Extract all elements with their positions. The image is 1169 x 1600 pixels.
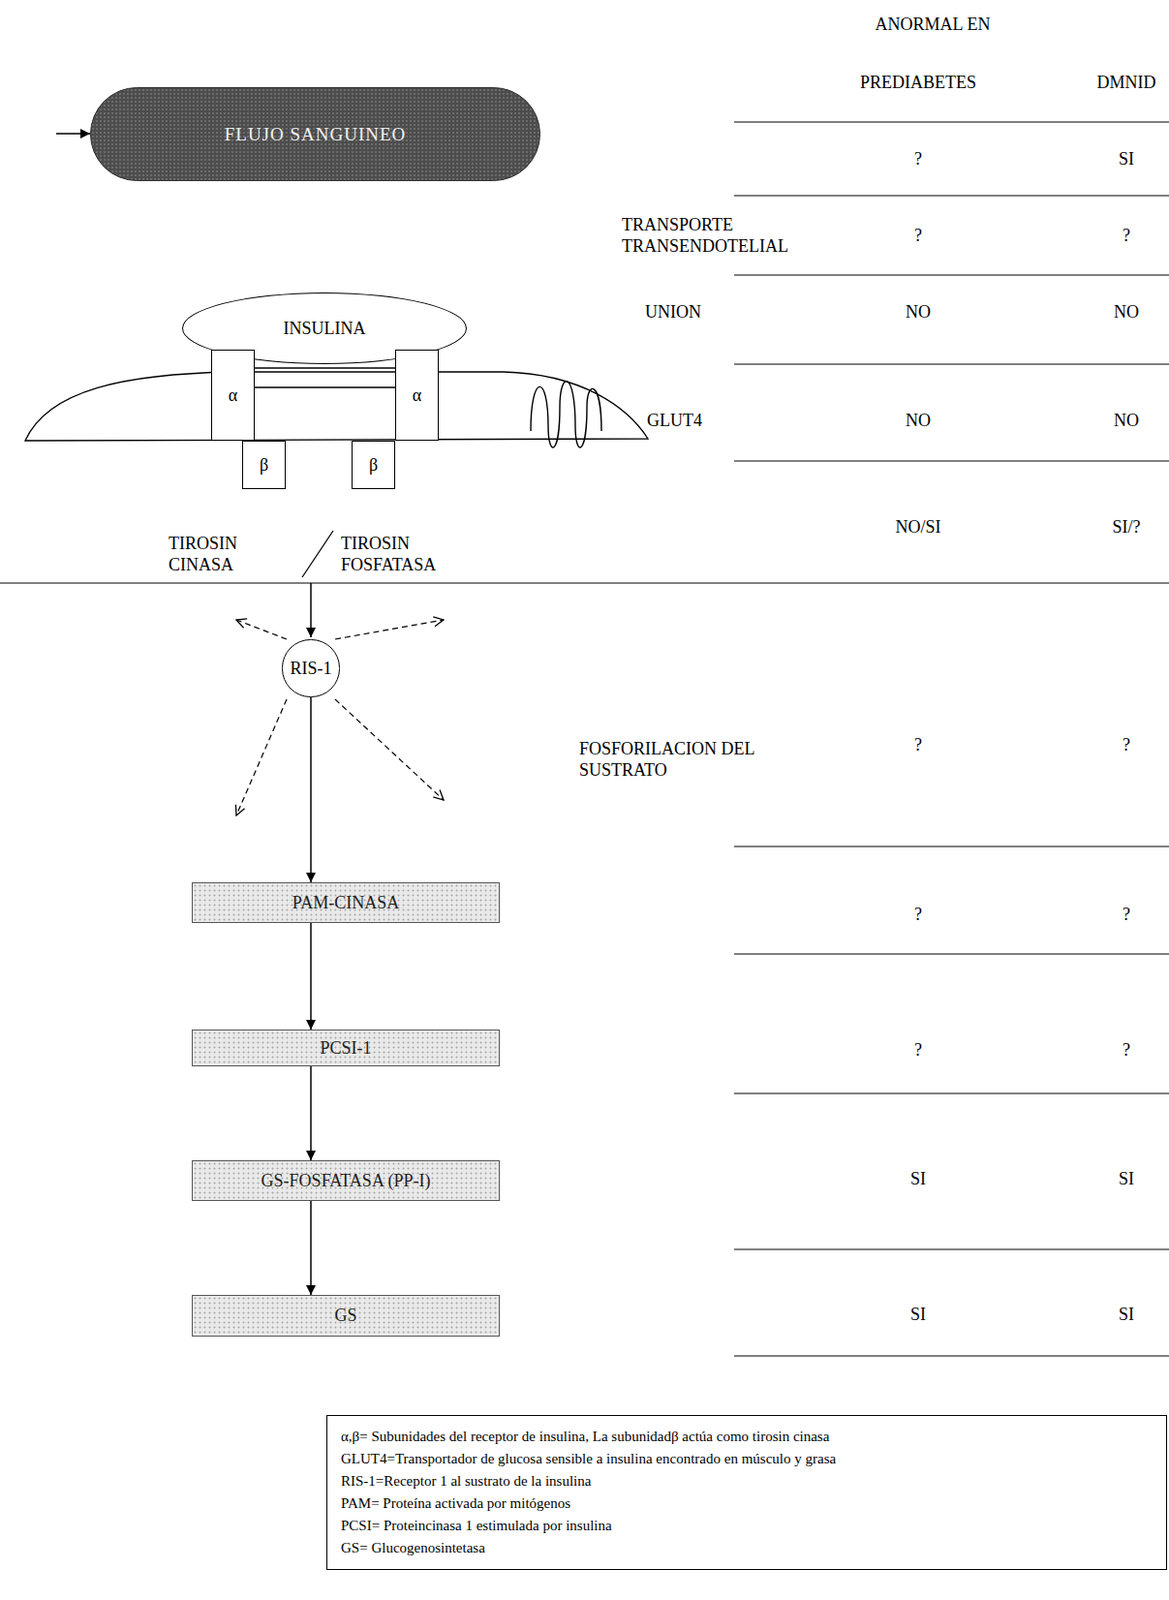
table-cell: FOSFORILACION DEL SUSTRATO [579, 738, 773, 781]
legend-line: PCSI= Proteincinasa 1 estimulada por ins… [340, 1514, 613, 1538]
table-rules [0, 122, 1169, 1356]
node-label: α [228, 385, 238, 406]
node-label: INSULINA [283, 318, 367, 339]
node-label: PCSI-1 [319, 1038, 371, 1059]
flow-arrow [309, 697, 312, 884]
blood-flow-capsule: FLUJO SANGUINEO [90, 87, 541, 182]
node-label: α [412, 385, 422, 406]
legend-line: α,β= Subunidades del receptor de insulin… [340, 1425, 830, 1448]
node-label: β [369, 455, 378, 476]
table-cell: SI [1118, 1169, 1135, 1191]
legend-line: GLUT4=Transportador de glucosa sensible … [340, 1447, 836, 1471]
legend-line: RIS-1=Receptor 1 al sustrato de la insul… [340, 1470, 591, 1493]
table-cell: ? [1122, 735, 1131, 757]
flow-arrow [309, 1066, 312, 1161]
table-cell: NO [905, 302, 931, 324]
legend-line: PAM= Proteína activada por mitógenos [340, 1492, 571, 1515]
node-label: FLUJO SANGUINEO [224, 123, 407, 146]
membrane-divider [0, 583, 1169, 585]
table-rule [734, 275, 1169, 277]
branch-arrow [236, 619, 287, 640]
table-cell: NO [1113, 410, 1139, 432]
table-cell: ? [914, 225, 923, 247]
flow-arrow [309, 922, 312, 1030]
table-cell: NO [905, 410, 931, 432]
slash-divider [302, 530, 334, 578]
legend-line: GS= Glucogenosintetasa [340, 1537, 486, 1560]
process-box: GS [191, 1294, 500, 1337]
inflow-arrow [56, 132, 91, 135]
table-cell: ? [1122, 904, 1131, 926]
table-cell: NO/SI [894, 517, 941, 539]
table-cell: ? [914, 1040, 923, 1062]
table-cell: ? [914, 149, 923, 171]
table-rule [734, 195, 1169, 197]
table-rule [734, 1249, 1169, 1251]
branch-arrow [236, 699, 287, 816]
table-rule [734, 846, 1169, 848]
branch-arrows [236, 619, 444, 816]
node-label: PAM-CINASA [292, 892, 400, 914]
table-cell: UNION [645, 302, 702, 324]
flow-arrow [309, 1200, 312, 1295]
table-cell: ? [914, 735, 923, 757]
cell-membrane [25, 371, 648, 441]
table-cell: SI [910, 1169, 926, 1191]
table-cell: NO [1113, 302, 1139, 324]
node-label: β [259, 455, 269, 476]
column-header: PREDIABETES [860, 72, 977, 94]
branch-arrow [335, 699, 444, 800]
table-header: ANORMAL EN [875, 14, 991, 36]
table-cell: SI/? [1112, 517, 1141, 539]
table-rule [734, 1355, 1169, 1357]
substrate-circle: RIS-1 [281, 639, 339, 697]
table-rule [734, 364, 1169, 366]
table-rule [734, 1093, 1169, 1095]
table-cell: ? [1122, 1040, 1131, 1062]
table-cell: ? [1122, 225, 1131, 247]
receptor-bridge [254, 367, 396, 369]
table-cell: TRANSPORTE TRANSENDOTELIAL [621, 215, 826, 257]
table-cell: GLUT4 [646, 410, 703, 432]
glut4-coil [530, 381, 602, 448]
table-cell: ? [914, 904, 923, 926]
process-box: PCSI-1 [191, 1029, 500, 1067]
table-rule [734, 461, 1169, 462]
node-label: GS [334, 1305, 357, 1326]
table-cell: SI [1118, 149, 1135, 171]
table-rule [734, 122, 1169, 124]
node-label: RIS-1 [289, 658, 332, 679]
column-header: DMNID [1097, 72, 1157, 94]
beta-subunit: β [351, 440, 396, 490]
signal-arrow [309, 583, 312, 638]
table-cell: SI [1118, 1304, 1135, 1326]
beta-subunit: β [242, 440, 286, 490]
abbreviation-box: α,β= Subunidades del receptor de insulin… [326, 1415, 1168, 1570]
table-cell: TIROSIN CINASA [168, 533, 277, 576]
receptor-bridge [254, 386, 396, 388]
branch-arrow [335, 619, 444, 640]
node-label: GS-FOSFATASA (PP-I) [261, 1170, 431, 1192]
process-box: GS-FOSFATASA (PP-I) [191, 1160, 500, 1201]
table-cell: SI [910, 1304, 926, 1326]
process-box: PAM-CINASA [191, 882, 500, 923]
table-rule [734, 953, 1169, 955]
table-cell: TIROSIN FOSFATASA [340, 533, 472, 576]
alpha-subunit: α [211, 349, 255, 441]
alpha-subunit: α [395, 349, 439, 441]
